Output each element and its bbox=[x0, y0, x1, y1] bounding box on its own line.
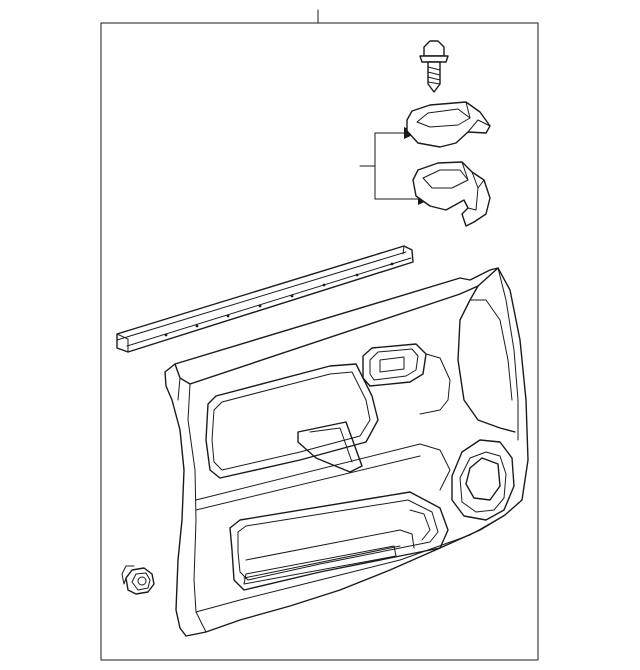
diagram-frame bbox=[100, 9, 539, 661]
door-trim-panel-icon[interactable] bbox=[164, 267, 529, 637]
armrest-bracket-icon[interactable] bbox=[412, 161, 491, 227]
clip-icon[interactable] bbox=[121, 565, 155, 595]
bolt-icon[interactable] bbox=[419, 40, 449, 93]
armrest-cap-icon[interactable] bbox=[406, 101, 491, 148]
weatherstrip-icon[interactable] bbox=[116, 245, 414, 353]
